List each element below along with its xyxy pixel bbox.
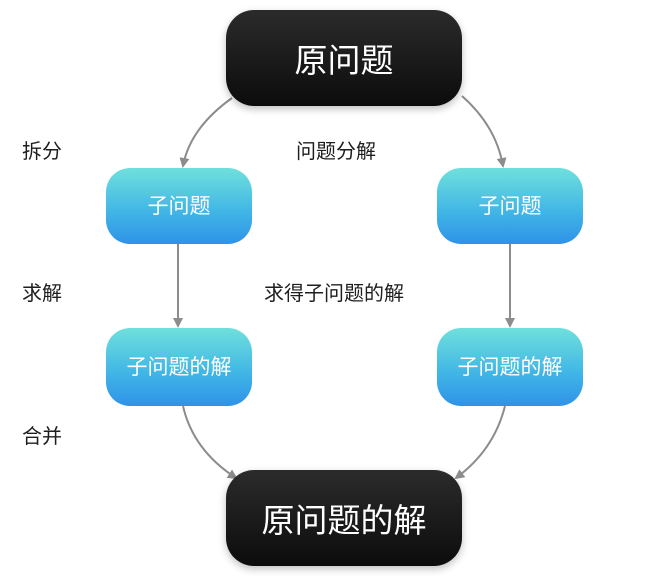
label-merge: 合并: [22, 424, 62, 448]
solution-right-text: 子问题的解: [457, 354, 563, 379]
label-split: 拆分: [22, 139, 62, 163]
solution-right-node: 子问题的解: [437, 328, 583, 406]
original-problem-node: 原问题: [226, 10, 462, 106]
label-decompose: 问题分解: [296, 139, 376, 163]
subproblem-left-text: 子问题: [147, 193, 211, 218]
edge-merge-right: [454, 405, 506, 480]
edge-split-left: [179, 97, 233, 168]
original-solution-text: 原问题的解: [261, 501, 427, 540]
edge-merge-left: [182, 405, 238, 480]
label-solve: 求解: [22, 281, 62, 305]
edge-split-right: [461, 95, 507, 168]
original-solution-node: 原问题的解: [226, 470, 462, 566]
solution-left-node: 子问题的解: [106, 328, 252, 406]
subproblem-left-node: 子问题: [106, 168, 252, 244]
solution-left-text: 子问题的解: [126, 354, 232, 379]
label-solve-subproblems: 求得子问题的解: [264, 281, 404, 305]
original-problem-text: 原问题: [294, 41, 394, 80]
subproblem-right-node: 子问题: [437, 168, 583, 244]
subproblem-right-text: 子问题: [478, 193, 542, 218]
